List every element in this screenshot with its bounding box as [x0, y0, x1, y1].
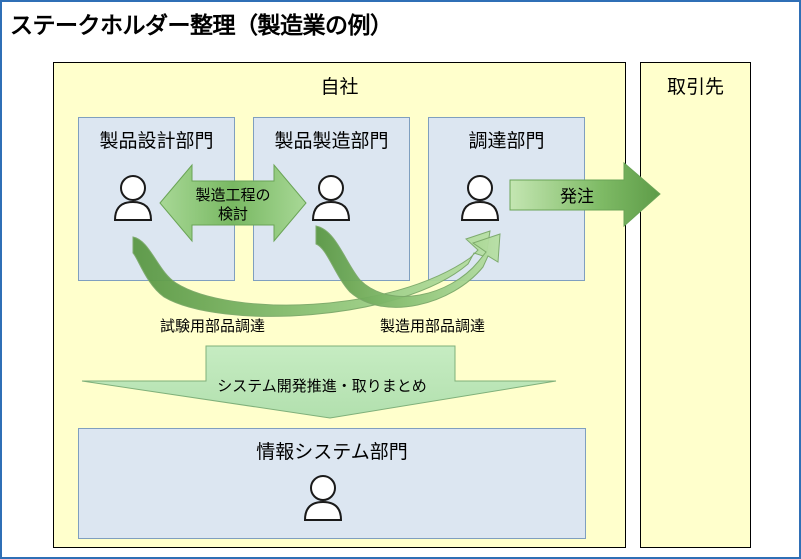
curve-arrow-test-parts	[132, 230, 491, 317]
down-arrow-system-dev	[81, 345, 557, 419]
double-arrow-process-review	[159, 163, 307, 243]
review-label-line1: 製造工程の	[195, 186, 270, 204]
zone-supplier	[640, 62, 751, 548]
person-icon	[303, 475, 343, 521]
zone-supplier-label: 取引先	[666, 76, 724, 98]
dept-design-label: 製品設計部門	[99, 130, 214, 152]
curve-arrow-mfg-parts	[315, 225, 501, 308]
zone-self-label: 自社	[320, 76, 359, 98]
dept-manufacturing-label: 製品製造部門	[274, 130, 389, 152]
system-dev-label: システム開発推進・取りまとめ	[217, 377, 427, 395]
label-mfg-parts: 製造用部品調達	[380, 317, 486, 335]
label-test-parts: 試験用部品調達	[160, 317, 266, 335]
review-label-line2: 検討	[218, 205, 248, 223]
dept-procurement-label: 調達部門	[468, 130, 545, 152]
order-label: 発注	[560, 187, 594, 207]
person-icon	[460, 175, 500, 221]
order-arrow	[509, 161, 661, 228]
person-icon	[311, 175, 351, 221]
dept-it-label: 情報システム部門	[256, 441, 408, 463]
person-icon	[113, 175, 153, 221]
page-title: ステークホルダー整理（製造業の例）	[10, 13, 393, 39]
